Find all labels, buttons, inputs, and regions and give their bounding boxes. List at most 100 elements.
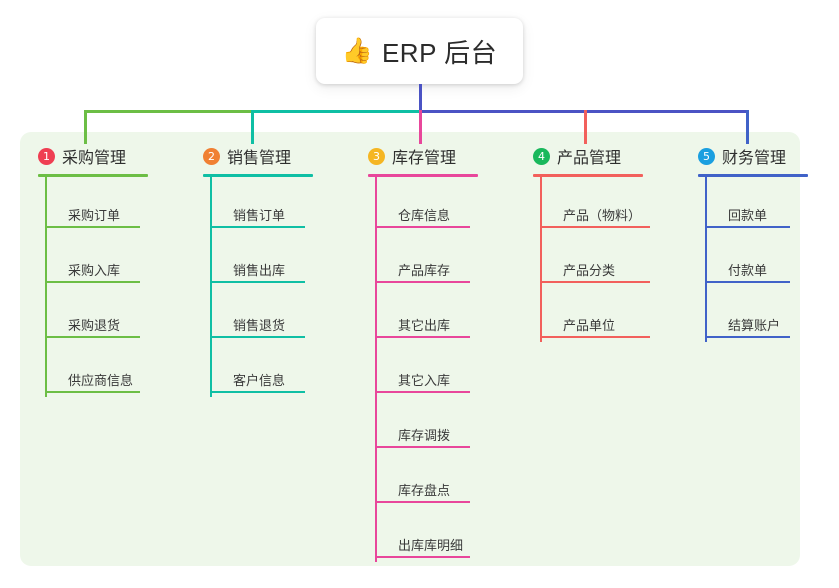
branch-item-rule [210,336,305,338]
branch-title: 采购管理 [62,150,127,167]
branch-item[interactable]: 供应商信息 [38,342,148,397]
branch-item-label: 库存盘点 [398,483,451,498]
branch-item-label: 采购订单 [68,208,121,223]
branch-item[interactable]: 销售订单 [203,177,313,232]
branch-item-rule [375,556,470,558]
branch-item-label: 出库库明细 [398,538,464,553]
branch-item-label: 仓库信息 [398,208,451,223]
branch-header[interactable]: 4 产品管理 [533,143,643,169]
branch-spine-line [210,177,212,397]
branch-item-rule [540,226,650,228]
branch-item-rule [210,226,305,228]
drop-line-col-4 [584,110,587,144]
branch-item-rule [540,336,650,338]
branch-header-rule [203,174,313,177]
branch-item[interactable]: 出库库明细 [368,507,478,562]
branch-item-list: 产品（物料） 产品分类产品单位 [533,177,650,342]
branch-item[interactable]: 采购订单 [38,177,148,232]
branch-item-rule [375,226,470,228]
branch-number-badge: 2 [203,147,220,165]
branch-item-label: 产品分类 [563,263,616,278]
branch-item-list: 回款单付款单结算账户 [698,177,808,342]
green-segment [85,110,252,113]
branch-item-rule [210,281,305,283]
drop-line-col-1 [84,110,87,144]
branch-item-rule [705,336,790,338]
branch-item[interactable]: 客户信息 [203,342,313,397]
branch-item-rule [540,281,650,283]
branch-header[interactable]: 3 库存管理 [368,143,478,169]
branch-item-rule [45,226,140,228]
drop-line-col-2 [251,110,254,144]
branch-spine-line [45,177,47,397]
branch-item-label: 销售订单 [233,208,286,223]
branch-item[interactable]: 产品分类 [533,232,650,287]
branch-header-rule [38,174,148,177]
branch-item[interactable]: 销售退货 [203,287,313,342]
branch-item[interactable]: 结算账户 [698,287,808,342]
branch-item-label: 客户信息 [233,373,286,388]
branch-item[interactable]: 其它出库 [368,287,478,342]
branch-item[interactable]: 采购入库 [38,232,148,287]
branch-item[interactable]: 仓库信息 [368,177,478,232]
branches-panel [20,132,800,566]
branch-number-badge: 1 [38,147,55,165]
branch-item-label: 产品（物料） [563,208,642,223]
branch-item-rule [210,391,305,393]
branch-item[interactable]: 产品（物料） [533,177,650,232]
root-stem-line [419,84,422,113]
branch-item-rule [375,446,470,448]
branch-item[interactable]: 采购退货 [38,287,148,342]
branch-item-rule [705,226,790,228]
branch-item[interactable]: 销售出库 [203,232,313,287]
branch-item[interactable]: 付款单 [698,232,808,287]
branch-item[interactable]: 产品库存 [368,232,478,287]
branch-header-rule [533,174,643,177]
branch-item-label: 采购入库 [68,263,121,278]
branch-title: 库存管理 [392,150,457,167]
branch-header[interactable]: 1 采购管理 [38,143,148,169]
drop-line-col-5 [746,110,749,144]
branch-item-list: 销售订单销售出库销售退货客户信息 [203,177,313,397]
branch-title: 产品管理 [557,150,622,167]
branch-spine-line [705,177,707,342]
branch-item-rule [705,281,790,283]
branch-item[interactable]: 产品单位 [533,287,650,342]
branch-item-label: 回款单 [728,208,768,223]
branch-item-label: 产品单位 [563,318,616,333]
blue-segment [420,110,747,113]
branch-item-label: 销售退货 [233,318,286,333]
branch-item-rule [375,281,470,283]
branch-item-rule [45,281,140,283]
branch-item-rule [375,336,470,338]
branch-item[interactable]: 回款单 [698,177,808,232]
branch-item-rule [45,391,140,393]
branch-number-badge: 3 [368,147,385,165]
teal-segment [252,110,420,113]
branch-item-label: 采购退货 [68,318,121,333]
branch-item-rule [375,391,470,393]
branch-column-产品管理: 4 产品管理产品（物料） 产品分类产品单位 [533,143,650,342]
root-node[interactable]: 👍 ERP 后台 [316,18,523,84]
branch-item-list: 采购订单采购入库采购退货供应商信息 [38,177,148,397]
branch-number-badge: 4 [533,147,550,165]
branch-title: 财务管理 [722,150,787,167]
branch-item-list: 仓库信息产品库存其它出库其它入库库存调拨库存盘点出库库明细 [368,177,478,562]
branch-item-label: 结算账户 [728,318,781,333]
branch-item-label: 供应商信息 [68,373,134,388]
branch-title: 销售管理 [227,150,292,167]
thumbs-up-icon: 👍 [341,36,373,65]
branch-item-label: 付款单 [728,263,768,278]
branch-header-rule [368,174,478,177]
root-title: ERP 后台 [381,37,498,68]
branch-item[interactable]: 其它入库 [368,342,478,397]
branch-header[interactable]: 2 销售管理 [203,143,313,169]
branch-item[interactable]: 库存盘点 [368,452,478,507]
branch-item-label: 产品库存 [398,263,451,278]
branch-item[interactable]: 库存调拨 [368,397,478,452]
branch-item-rule [375,501,470,503]
branch-item-label: 其它入库 [398,373,451,388]
